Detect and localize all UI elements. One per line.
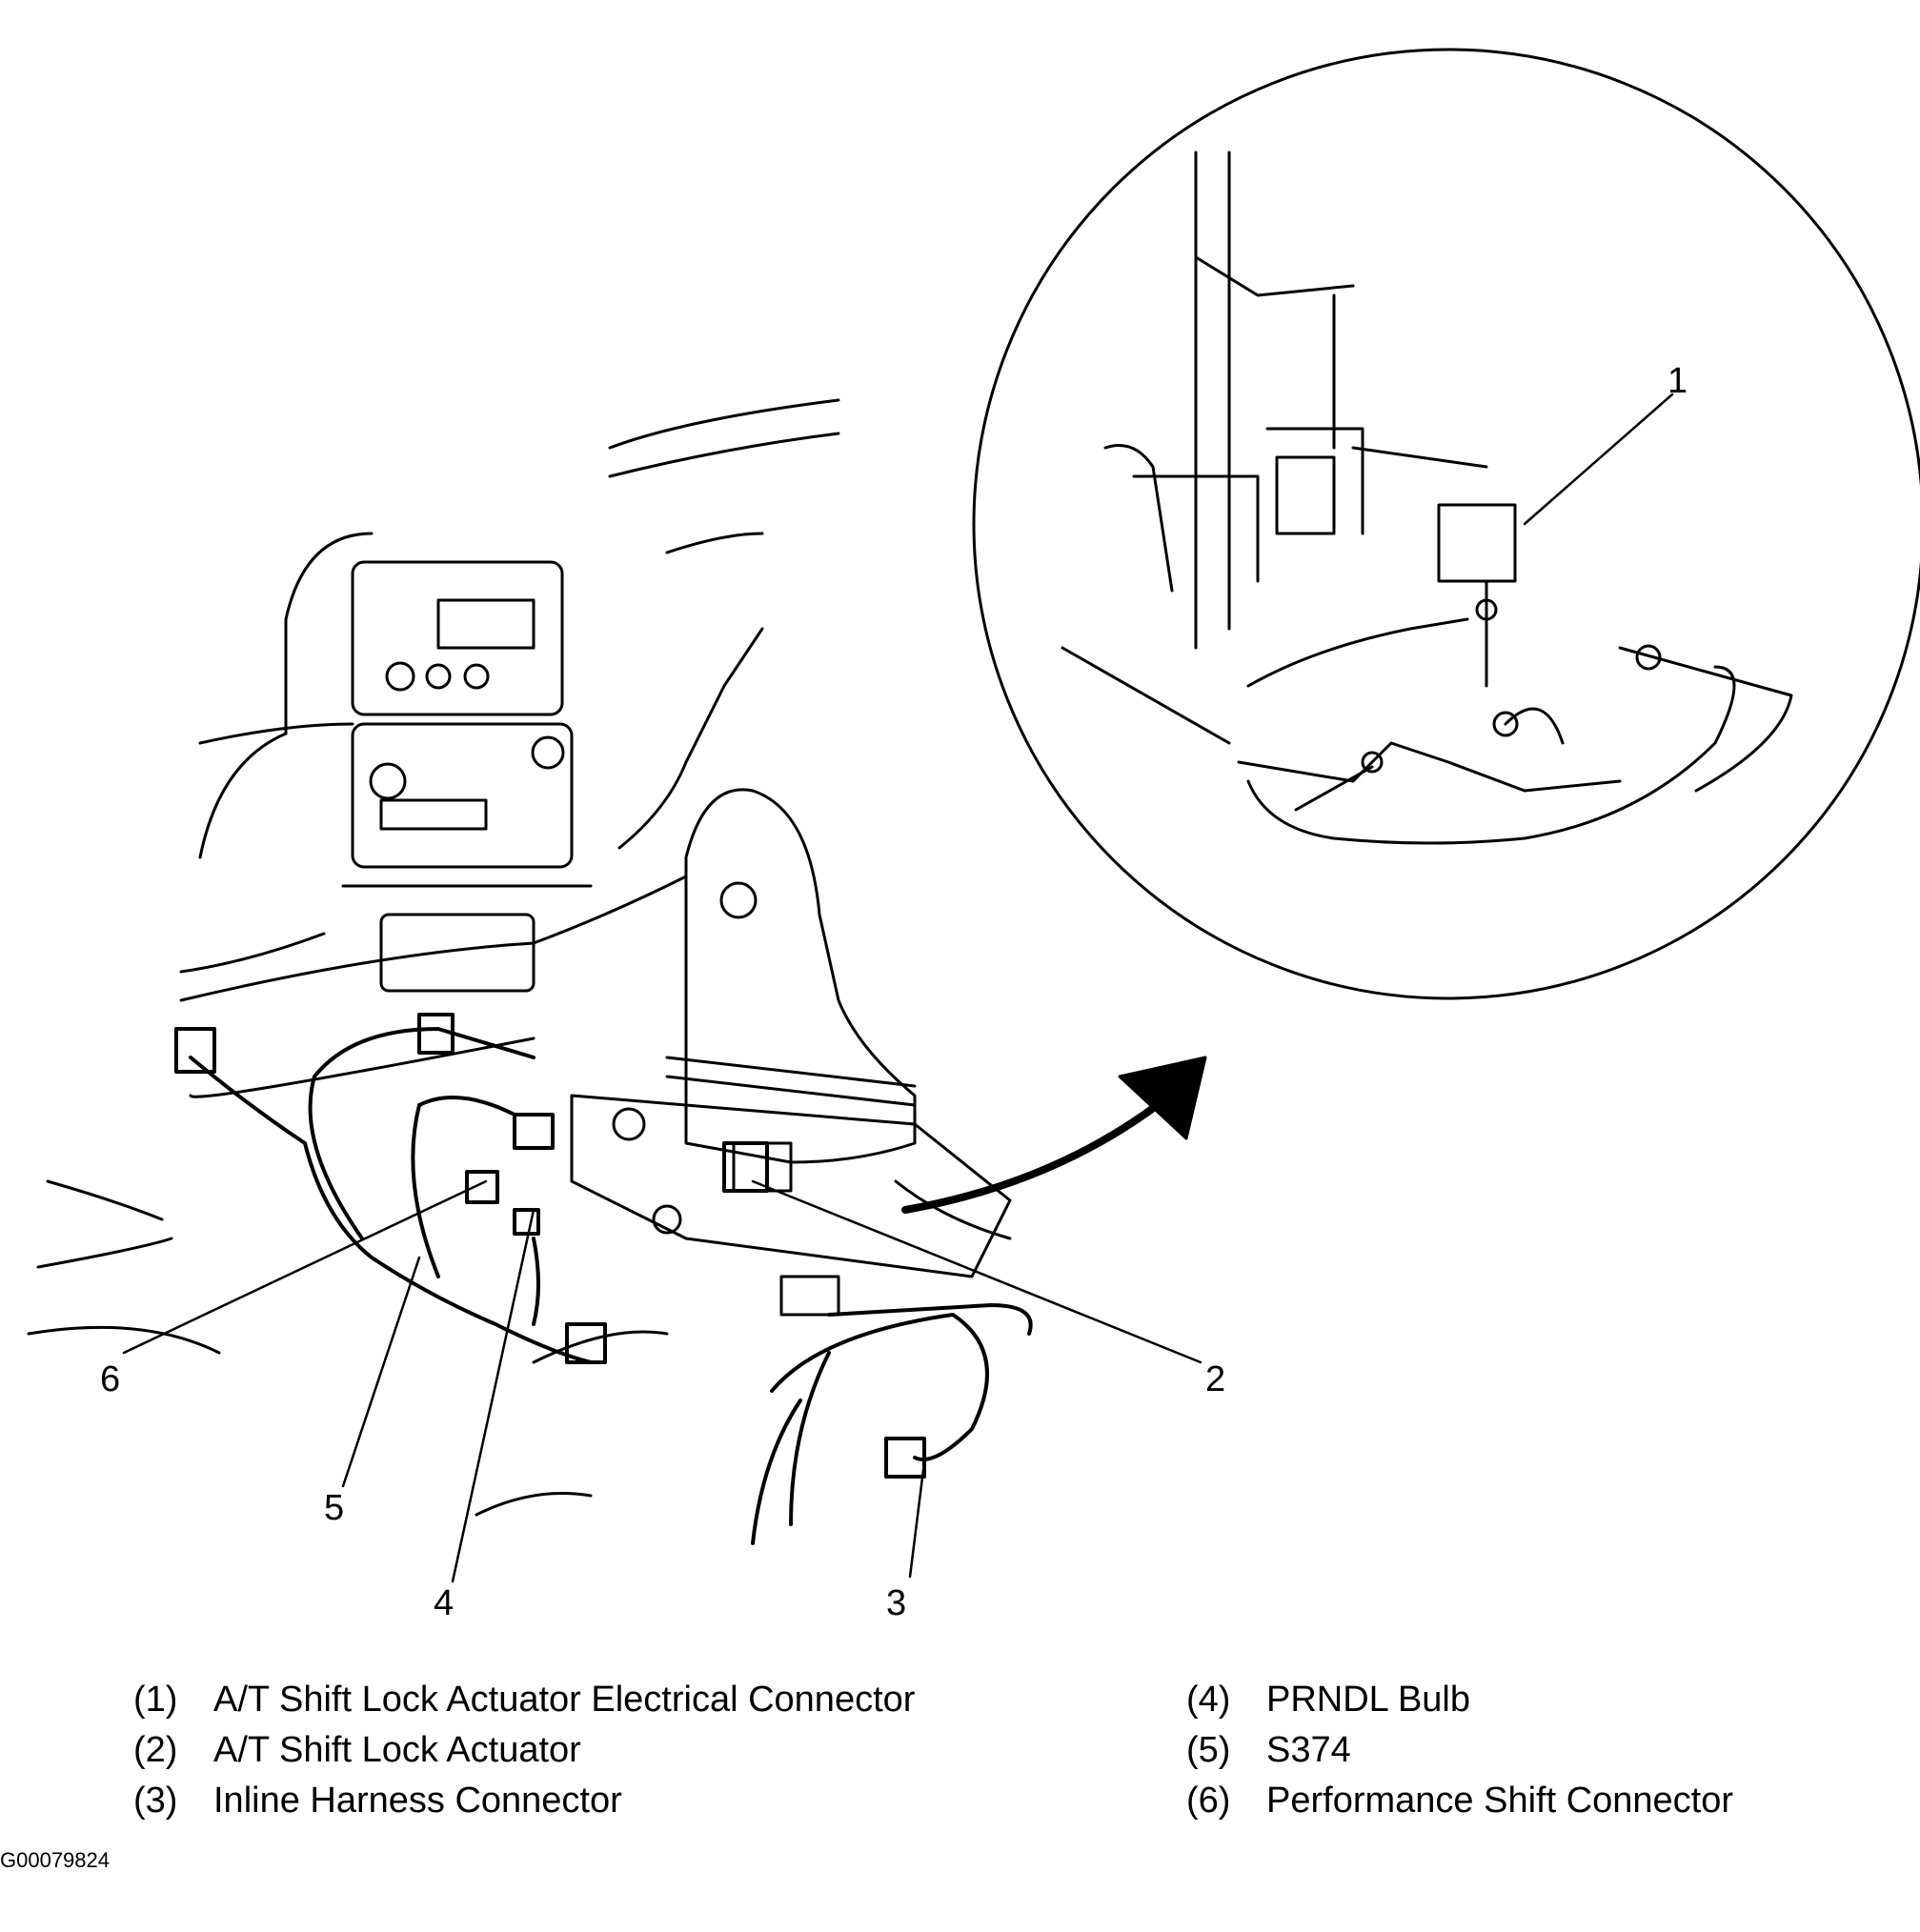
callout-5: 5: [324, 1488, 344, 1528]
legend-item-6: (6) Performance Shift Connector: [1186, 1780, 1733, 1821]
center-stack: [341, 560, 593, 993]
callout-1: 1: [1667, 361, 1688, 401]
legend-item-5: (5) S374: [1186, 1729, 1351, 1771]
legend-item-4: (4) PRNDL Bulb: [1186, 1679, 1470, 1721]
callout-4: 4: [434, 1583, 454, 1623]
callout-6: 6: [100, 1359, 120, 1399]
detail-circle: [972, 48, 1920, 1000]
shift-lever-console: [570, 788, 1012, 1317]
dashboard-outline: [179, 398, 840, 1098]
legend-label: Inline Harness Connector: [213, 1781, 622, 1821]
leader-lines: [122, 392, 1674, 1583]
legend-item-2: (2) A/T Shift Lock Actuator: [133, 1729, 581, 1771]
legend-number: (3): [133, 1781, 178, 1821]
legend-label: Performance Shift Connector: [1266, 1781, 1734, 1821]
legend-number: (1): [133, 1680, 178, 1720]
legend-item-3: (3) Inline Harness Connector: [133, 1780, 622, 1821]
floor-outline: [27, 1179, 1012, 1517]
detail-arrow: [901, 1082, 1185, 1214]
detail-arrow-head: [1118, 1056, 1207, 1140]
shift-lock-diagram: 1 2 3 4 5 6: [27, 48, 1920, 1623]
legend-label: PRNDL Bulb: [1266, 1680, 1471, 1720]
figure-id: G00079824: [0, 1848, 110, 1872]
callout-2: 2: [1205, 1359, 1225, 1399]
legend-item-1: (1) A/T Shift Lock Actuator Electrical Co…: [133, 1679, 915, 1721]
legend-number: (5): [1186, 1730, 1231, 1770]
legend-label: S374: [1266, 1730, 1351, 1770]
callout-3: 3: [886, 1583, 906, 1623]
legend-label: A/T Shift Lock Actuator Electrical Conne…: [213, 1680, 916, 1720]
legend-number: (2): [133, 1730, 178, 1770]
legend-number: (6): [1186, 1781, 1231, 1821]
wiring-harness: [174, 1013, 1033, 1545]
detail-view: [1061, 151, 1793, 845]
legend-label: A/T Shift Lock Actuator: [213, 1730, 581, 1770]
legend-number: (4): [1186, 1680, 1231, 1720]
